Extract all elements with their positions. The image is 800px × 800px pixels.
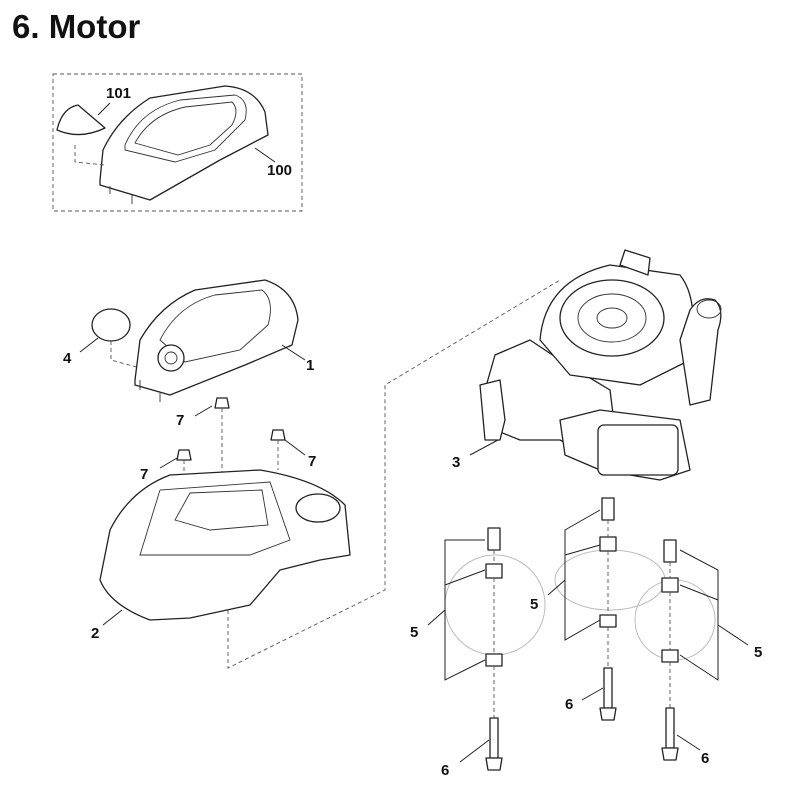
page-title: 6. Motor bbox=[12, 8, 141, 45]
callout-5: 5 bbox=[754, 644, 762, 661]
part-1-cover bbox=[134, 279, 299, 396]
callout-7: 7 bbox=[176, 412, 184, 429]
callout-6: 6 bbox=[701, 750, 709, 767]
part-7-grommets bbox=[159, 397, 306, 480]
part-100-cover bbox=[99, 85, 269, 201]
callout-7: 7 bbox=[308, 453, 316, 470]
inset-cover-assembly bbox=[52, 73, 303, 212]
inset-dashed-frame bbox=[52, 73, 303, 212]
callout-4: 4 bbox=[63, 350, 72, 367]
part-4-sticker bbox=[91, 308, 131, 342]
mounting-hardware bbox=[427, 497, 749, 771]
part-2-housing bbox=[99, 469, 351, 621]
callout-5: 5 bbox=[410, 624, 418, 641]
callout-1: 1 bbox=[306, 357, 314, 374]
callout-6: 6 bbox=[565, 696, 573, 713]
callout-6: 6 bbox=[441, 762, 449, 779]
callout-101: 101 bbox=[106, 85, 131, 102]
part-1-knob bbox=[157, 344, 185, 372]
callout-7: 7 bbox=[140, 466, 148, 483]
part-3-engine bbox=[469, 249, 722, 481]
callout-5: 5 bbox=[530, 596, 538, 613]
callout-100: 100 bbox=[267, 162, 292, 179]
part-101-label-sticker bbox=[56, 104, 106, 136]
callout-3: 3 bbox=[452, 454, 460, 471]
callout-2: 2 bbox=[91, 625, 99, 642]
